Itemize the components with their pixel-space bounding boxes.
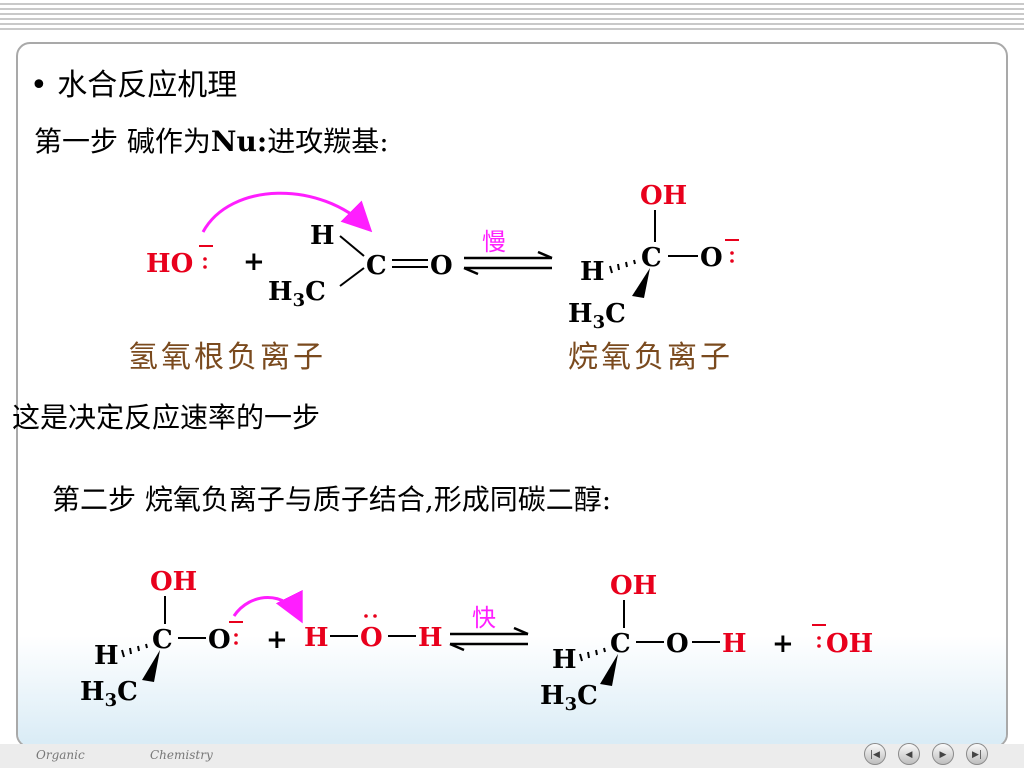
- hydroxide-product: OH: [826, 629, 873, 659]
- label-alkoxide: 烷氧负离子: [568, 340, 733, 375]
- reactant2-o: O: [208, 625, 231, 655]
- water-o: O: [360, 623, 383, 653]
- plus-sign-1: +: [243, 247, 265, 277]
- hydroxide-ho: HO: [146, 249, 193, 279]
- plus-sign-2: +: [266, 625, 288, 655]
- reactant2-c: C: [152, 625, 173, 655]
- footer-chemistry: Chemistry: [150, 748, 213, 762]
- water-h2: H: [418, 623, 443, 653]
- water-h1: H: [304, 623, 329, 653]
- product2-h-left: H: [552, 645, 577, 675]
- footer-organic: Organic: [36, 748, 85, 762]
- product2-h: H: [722, 629, 747, 659]
- product1-o: O: [700, 243, 723, 273]
- hashed-wedge: [121, 643, 148, 658]
- hashed-wedge: [579, 647, 606, 662]
- slow-label: 慢: [482, 228, 506, 256]
- rate-note: 这是决定反应速率的一步: [12, 401, 321, 434]
- reactant2-oh: OH: [150, 567, 197, 597]
- aldehyde-h: H: [310, 221, 335, 251]
- slide-heading: • 水合反应机理: [30, 60, 237, 104]
- lone-pair-dot: [203, 265, 207, 269]
- top-stripes: [0, 0, 1024, 30]
- label-hydroxide: 氢氧根负离子: [128, 340, 326, 375]
- product1-c: C: [641, 243, 662, 273]
- product1-h: H: [580, 257, 605, 287]
- solid-wedge: [632, 268, 650, 298]
- reactant2-h: H: [94, 641, 119, 671]
- nav-first-button[interactable]: |◀: [864, 743, 886, 765]
- curved-arrow-1: [201, 191, 373, 233]
- step1-suffix: 进攻羰基:: [267, 125, 389, 158]
- methyl-group-2: H3C: [568, 299, 626, 333]
- lone-pair-dot: [203, 257, 207, 261]
- step1-title: 第一步 碱作为Nu:进攻羰基:: [34, 120, 389, 160]
- product2-c: C: [610, 629, 631, 659]
- curved-arrow-2: [232, 589, 303, 624]
- methyl-group-3: H3C: [80, 677, 138, 711]
- carbonyl-o: O: [430, 251, 453, 281]
- methyl-group-1: H3C: [268, 277, 326, 311]
- molecule-decoration: [18, 636, 1006, 746]
- step1-nu: Nu:: [210, 125, 268, 158]
- bullet: •: [30, 68, 48, 103]
- product1-oh: OH: [640, 181, 687, 211]
- heading-text: 水合反应机理: [57, 68, 238, 103]
- hashed-wedge: [609, 259, 636, 274]
- bond: [339, 235, 365, 257]
- step2-title: 第二步 烷氧负离子与质子结合,形成同碳二醇:: [52, 483, 612, 516]
- plus-sign-3: +: [772, 629, 794, 659]
- nav-next-button[interactable]: ▶: [932, 743, 954, 765]
- methyl-group-4: H3C: [540, 681, 598, 715]
- nav-last-button[interactable]: ▶|: [966, 743, 988, 765]
- nav-prev-button[interactable]: ◀: [898, 743, 920, 765]
- step1-prefix: 第一步 碱作为: [34, 125, 211, 158]
- solid-wedge: [142, 650, 160, 682]
- fast-label: 快: [472, 604, 496, 632]
- carbonyl-c: C: [366, 251, 387, 281]
- bottom-bar: [0, 744, 1024, 768]
- slide-card: [16, 42, 1008, 748]
- solid-wedge: [600, 654, 618, 686]
- bond: [339, 267, 365, 287]
- product2-o: O: [666, 629, 689, 659]
- product2-oh: OH: [610, 571, 657, 601]
